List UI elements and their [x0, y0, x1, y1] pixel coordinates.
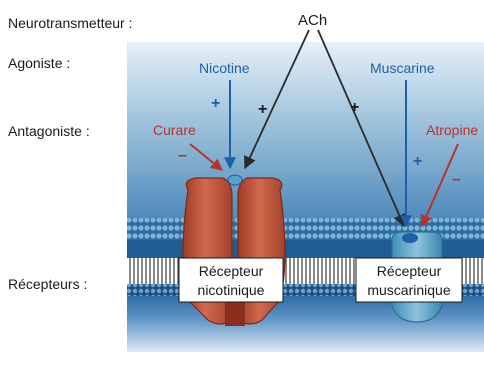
nicotine-plus-sign: +	[211, 95, 220, 112]
muscarine-plus-sign: +	[413, 153, 422, 170]
label-receptors: Récepteurs :	[8, 276, 87, 292]
label-antagonist: Antagoniste :	[8, 123, 90, 139]
atropine-minus-sign: –	[452, 171, 461, 188]
ach-nicotinic-plus-sign: +	[258, 101, 267, 118]
nicotinic-receptor-label-line1: Récepteur	[199, 263, 264, 279]
muscarinic-receptor-label-line1: Récepteur	[377, 263, 442, 279]
label-neurotransmitter: Neurotransmetteur :	[8, 15, 133, 31]
muscarine-label: Muscarine	[370, 60, 435, 76]
nicotinic-receptor-label-box: Récepteur nicotinique	[179, 258, 283, 302]
ach-label: ACh	[298, 12, 327, 29]
muscarinic-receptor-label-box: Récepteur muscarinique	[356, 258, 462, 302]
curare-label: Curare	[153, 122, 196, 138]
ach-muscarinic-plus-sign: +	[350, 99, 359, 116]
nicotinic-receptor-label-line2: nicotinique	[198, 282, 265, 298]
atropine-label: Atropine	[426, 122, 478, 138]
muscarinic-receptor-label-line2: muscarinique	[367, 282, 450, 298]
curare-minus-sign: –	[178, 147, 187, 164]
label-agonist: Agoniste :	[8, 55, 70, 71]
nicotine-label: Nicotine	[199, 60, 250, 76]
